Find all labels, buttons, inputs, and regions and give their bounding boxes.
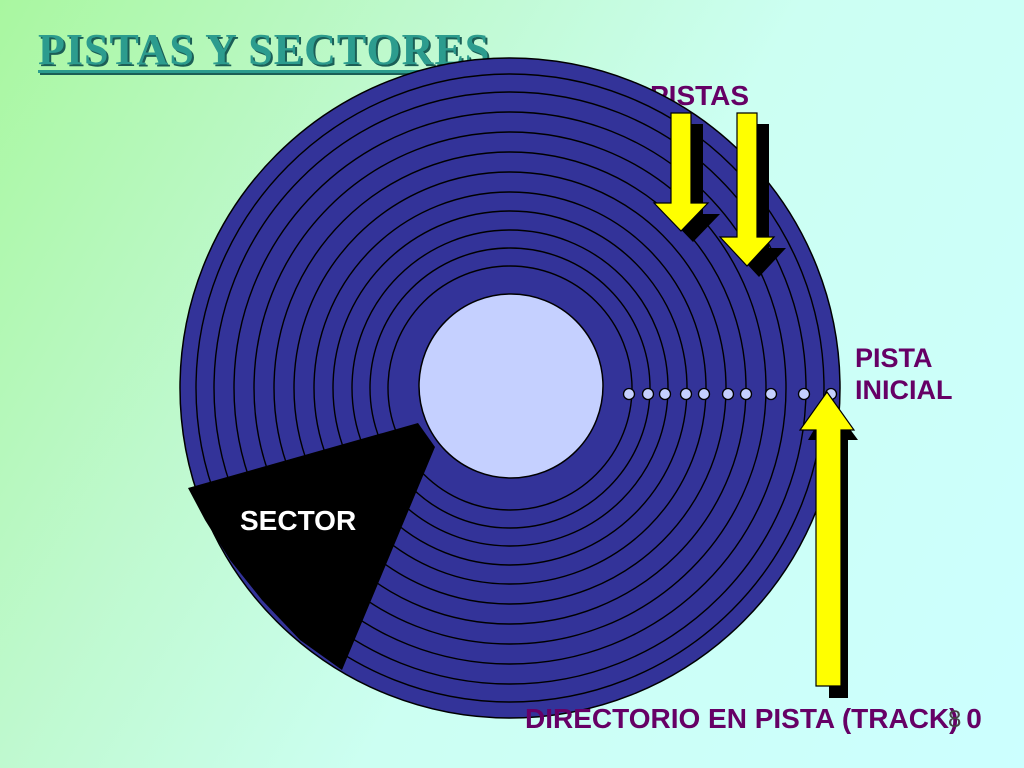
track-marker [641,387,655,401]
track-marker [739,387,753,401]
slide-title: PISTAS Y SECTORES [38,25,491,74]
initial-track-label: PISTA INICIAL [855,342,953,406]
track-ring [387,265,633,511]
track-ring [213,91,807,685]
initial-track-label-line2: INICIAL [855,375,953,405]
disk-tracks [195,73,825,703]
initial-track-markers [622,387,838,401]
track-ring [369,247,651,529]
slide-number: 8 [948,706,962,733]
sector-label: SECTOR [240,505,357,536]
track-ring [351,229,669,547]
initial-track-label-line1: PISTA [855,343,933,373]
track-marker [721,387,735,401]
track-ring [313,191,707,585]
track-marker [622,387,636,401]
track-ring [195,73,825,703]
directory-label: DIRECTORIO EN PISTA (TRACK) 0 [525,703,982,734]
track-marker [764,387,778,401]
track-marker [797,387,811,401]
track-marker [679,387,693,401]
track-marker [658,387,672,401]
track-ring [233,111,787,665]
tracks-arrow-right [718,112,786,277]
track-marker [697,387,711,401]
tracks-arrow-left [652,112,720,242]
track-ring [293,171,727,605]
track-ring [253,131,767,645]
directory-arrow [798,390,858,698]
disk-hub [418,293,604,479]
sector-wedge [188,423,435,670]
